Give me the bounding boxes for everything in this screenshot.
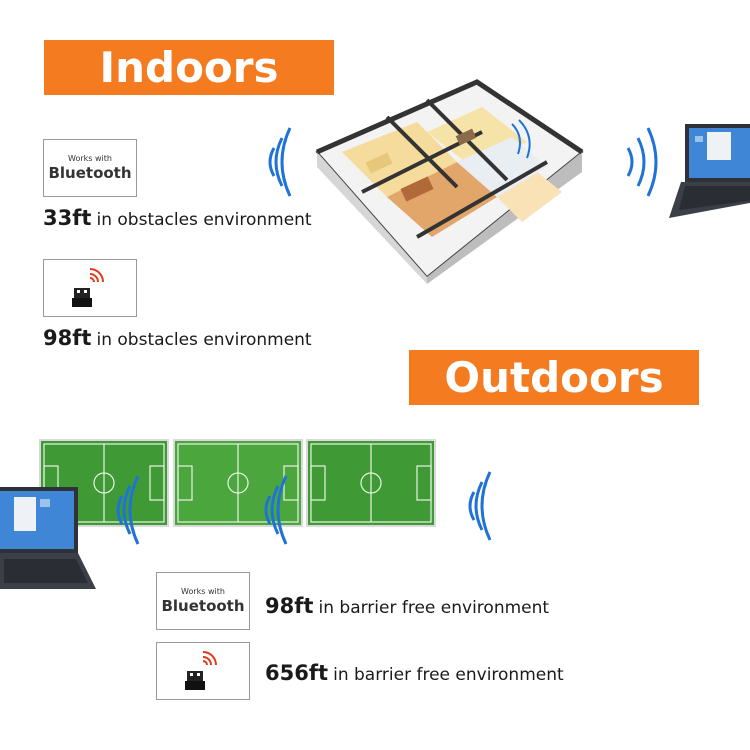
outdoor-range-adapter: 656ft in barrier free environment	[265, 661, 564, 685]
bluetooth-badge-line1: Works with	[68, 154, 112, 163]
bluetooth-badge-line2: Bluetooth	[48, 164, 132, 182]
bluetooth-badge-line1: Works with	[181, 587, 225, 596]
signal-waves-icon	[264, 475, 288, 545]
distance-description: in obstacles environment	[96, 330, 312, 350]
signal-waves-icon	[468, 471, 492, 541]
indoor-range-adapter: 98ft in obstacles environment	[43, 326, 312, 350]
indoor-range-bluetooth: 33ft in obstacles environment	[43, 206, 312, 230]
bluetooth-badge-line2: Bluetooth	[161, 597, 245, 615]
distance-value: 656ft	[265, 661, 329, 685]
laptop-icon	[0, 487, 96, 589]
bluetooth-badge-outdoors: Works with Bluetooth	[156, 572, 250, 630]
house-floorplan-icon	[315, 79, 584, 284]
distance-value: 98ft	[43, 326, 92, 350]
usb-adapter-badge-indoors	[43, 259, 137, 317]
distance-description: in obstacles environment	[96, 210, 312, 230]
signal-waves-icon	[116, 475, 140, 545]
indoors-banner: Indoors	[44, 40, 334, 95]
outdoor-range-bluetooth: 98ft in barrier free environment	[265, 594, 549, 618]
bluetooth-badge-indoors: Works with Bluetooth	[43, 139, 137, 197]
soccer-field-icon	[39, 439, 436, 527]
usb-adapter-icon	[185, 651, 217, 690]
distance-value: 98ft	[265, 594, 314, 618]
signal-waves-icon	[626, 127, 658, 197]
usb-adapter-icon	[72, 268, 104, 307]
distance-description: in barrier free environment	[318, 598, 550, 618]
signal-waves-icon	[268, 127, 292, 197]
distance-value: 33ft	[43, 206, 92, 230]
usb-adapter-badge-outdoors	[156, 642, 250, 700]
laptop-icon	[669, 124, 750, 218]
distance-description: in barrier free environment	[333, 665, 564, 685]
outdoors-banner: Outdoors	[409, 350, 699, 405]
